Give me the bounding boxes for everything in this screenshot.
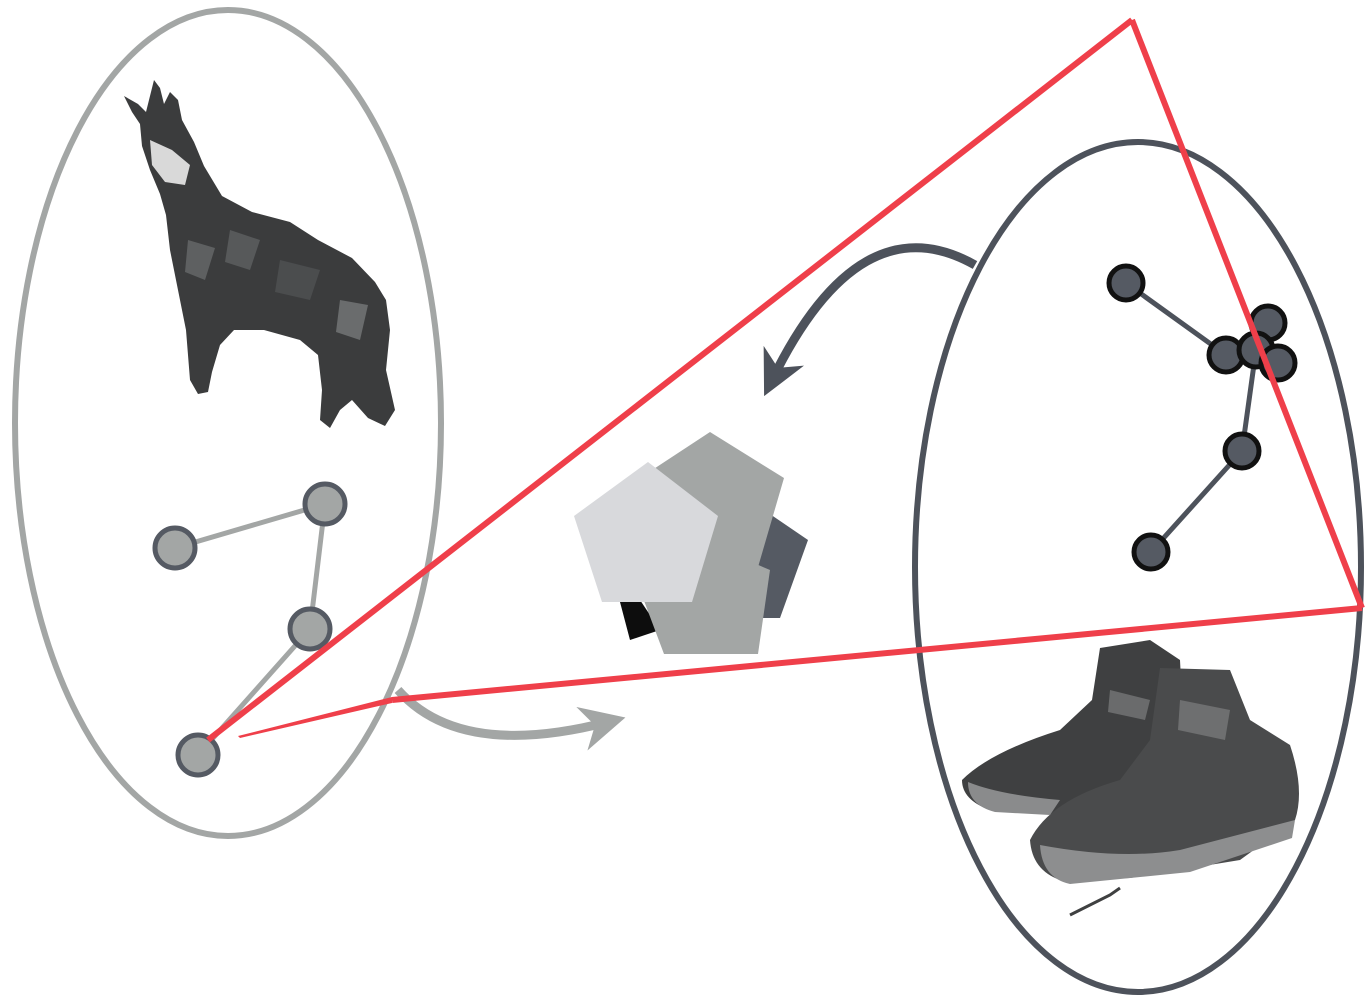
right-graph-node <box>1134 535 1168 569</box>
left-group <box>15 10 441 836</box>
left-graph-node <box>178 735 218 775</box>
right-graph-node <box>1225 434 1259 468</box>
right-graph-nodes <box>1109 266 1295 569</box>
pentagons-stack-icon <box>574 432 808 654</box>
left-graph-node <box>155 528 195 568</box>
left-graph-node <box>290 609 330 649</box>
right-graph-edge <box>1151 451 1242 552</box>
right-graph-node <box>1109 266 1143 300</box>
left-graph-node <box>305 484 345 524</box>
hiking-boots-image <box>962 640 1299 915</box>
chamois-image <box>124 80 395 428</box>
right-group <box>915 142 1361 992</box>
left-graph-edge <box>175 504 325 548</box>
left-group-ellipse <box>15 10 441 836</box>
